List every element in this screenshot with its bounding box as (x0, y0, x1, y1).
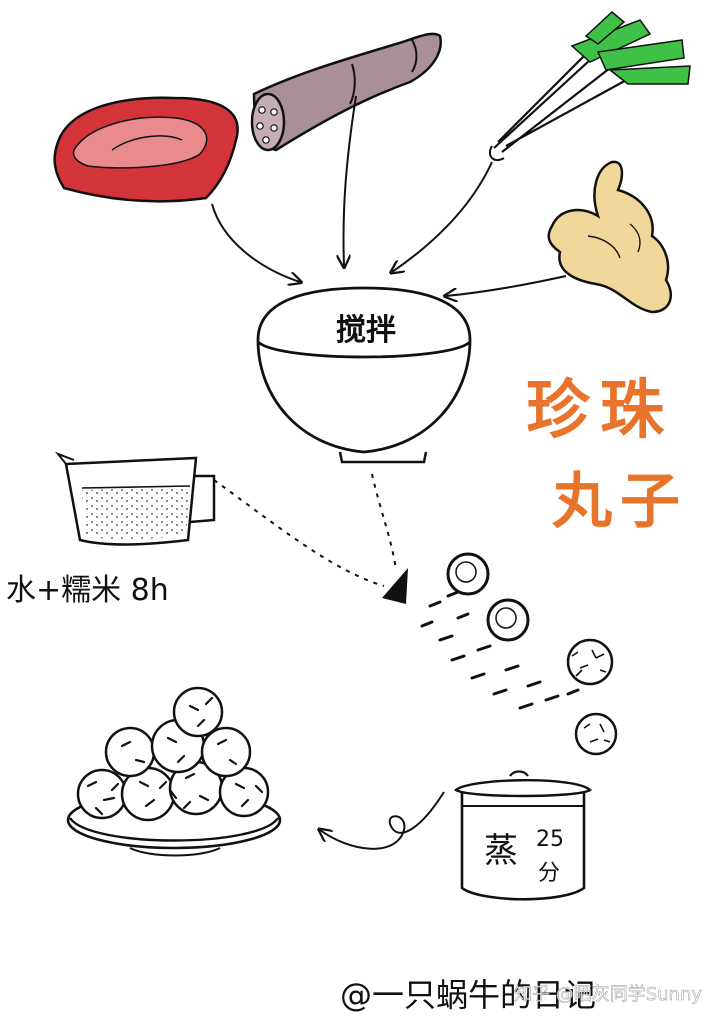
measuring-cup-icon (54, 451, 216, 546)
lotus-sausage-icon (250, 32, 443, 152)
pearl-balls (76, 686, 270, 822)
soak-label: 水+糯米 8h (6, 573, 169, 608)
meat-icon (53, 96, 239, 203)
dotted-arrows (213, 473, 397, 587)
curly-arrow (320, 791, 445, 850)
ginger-icon (547, 160, 672, 314)
bowl-label: 搅拌 (336, 313, 396, 348)
steam-unit: 分 (538, 861, 560, 886)
title-line-1: 珍珠 (526, 374, 674, 448)
ingredient-arrows (211, 95, 567, 296)
steamer-pot-icon (454, 770, 592, 901)
pearl-balls-texture (86, 696, 264, 816)
mixing-bowl-icon (256, 286, 472, 464)
title-line-2: 丸子 (551, 467, 688, 537)
signature: @一只蜗牛的日记 (340, 976, 596, 1014)
steam-time: 25 (536, 827, 564, 852)
rice-dashes (420, 590, 580, 710)
scallion-icon (488, 11, 691, 162)
watermark: 知乎 @晒灰同学Sunny (514, 984, 702, 1005)
arrowhead (382, 568, 408, 604)
steam-label: 蒸 (484, 831, 518, 871)
meatball-icon (446, 552, 618, 756)
